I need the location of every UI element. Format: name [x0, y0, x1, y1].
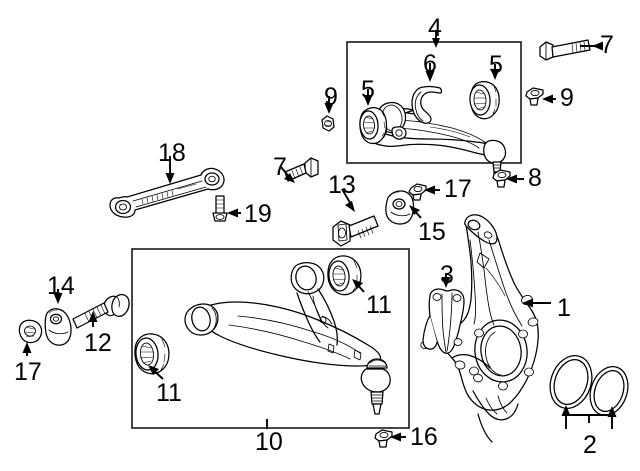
leader-16: [390, 432, 406, 442]
leader-7-upper: [580, 41, 603, 51]
callout-16: 16: [410, 423, 438, 451]
leader-19: [227, 208, 241, 218]
leader-9-right: [542, 94, 556, 104]
leader-5-front: [363, 89, 373, 106]
lower-ball-joint-nut: [374, 429, 393, 448]
steering-knuckle: [443, 214, 539, 443]
leader-6: [425, 63, 435, 82]
callout-14: 14: [47, 272, 75, 300]
callout-17-right: 17: [444, 175, 472, 203]
leader-17-right: [424, 185, 440, 195]
callout-5-rear: 5: [489, 51, 503, 79]
leader-11-front: [148, 365, 164, 380]
leader-5-rear: [490, 64, 500, 80]
callout-9-left: 9: [324, 83, 338, 111]
callout-7-lower: 7: [273, 153, 287, 181]
camber-adjust-bracket: [385, 190, 415, 225]
ball-joint-nut: [492, 169, 511, 188]
callout-9-right: 9: [560, 84, 574, 112]
leader-17-left: [22, 342, 32, 356]
leader-15: [409, 205, 422, 219]
upper-arm-nut-left: [321, 115, 335, 132]
camber-adjust-washer: [44, 308, 72, 346]
lateral-link-bolt: [212, 195, 228, 222]
camber-adjust-bolt: [72, 293, 130, 329]
lower-arm-bushing-rear: [327, 255, 362, 296]
leader-1: [522, 298, 551, 308]
upper-ball-joint-boot: [411, 85, 443, 124]
lower-arm-bushing-front: [134, 333, 170, 375]
cam-bolt-nut-right: [408, 183, 427, 201]
upper-arm-bushing-rear: [469, 81, 500, 120]
callout-8: 8: [528, 164, 542, 192]
leader-9-left: [324, 96, 334, 114]
callout-3: 3: [440, 261, 454, 289]
callout-2: 2: [583, 431, 597, 459]
callout-19: 19: [244, 200, 272, 228]
callout-10: 10: [255, 428, 283, 456]
leader-4: [432, 30, 440, 48]
upper-arm-bolt-upper: [539, 39, 591, 61]
callout-11-front: 11: [156, 379, 182, 407]
leader-3: [441, 274, 451, 288]
callout-4: 4: [428, 14, 442, 42]
callout-15: 15: [418, 218, 446, 246]
callout-1: 1: [557, 294, 571, 322]
callout-12: 12: [84, 329, 112, 357]
callout-17-left: 17: [14, 358, 42, 386]
leader-11-rear: [352, 279, 365, 293]
leader-12: [88, 311, 98, 327]
knuckle-seal-rings: [549, 355, 629, 416]
dust-shield-bracket: [420, 288, 465, 354]
upper-arm-mounting-bolt: [332, 215, 379, 247]
callout-11-rear: 11: [366, 291, 392, 319]
group-box-lower-control-arm: [131, 248, 410, 429]
leader-8: [506, 174, 524, 184]
leader-13: [341, 188, 355, 212]
lower-control-arm: [184, 262, 391, 415]
callout-13: 13: [328, 171, 356, 199]
leader-14: [53, 289, 63, 304]
cam-bolt-nut-left: [18, 319, 43, 344]
callout-7-upper: 7: [600, 31, 614, 59]
leader-2: [561, 405, 617, 429]
upper-arm-bushing-front: [359, 107, 388, 145]
callout-18: 18: [158, 139, 186, 167]
lateral-link-rod: [109, 167, 225, 218]
leader-18: [165, 156, 175, 184]
leader-7-lower: [280, 166, 295, 183]
callout-5-front: 5: [361, 76, 375, 104]
upper-arm-bolt-lower: [284, 157, 319, 182]
callout-6: 6: [423, 50, 437, 78]
upper-arm-nut-right: [525, 87, 544, 106]
